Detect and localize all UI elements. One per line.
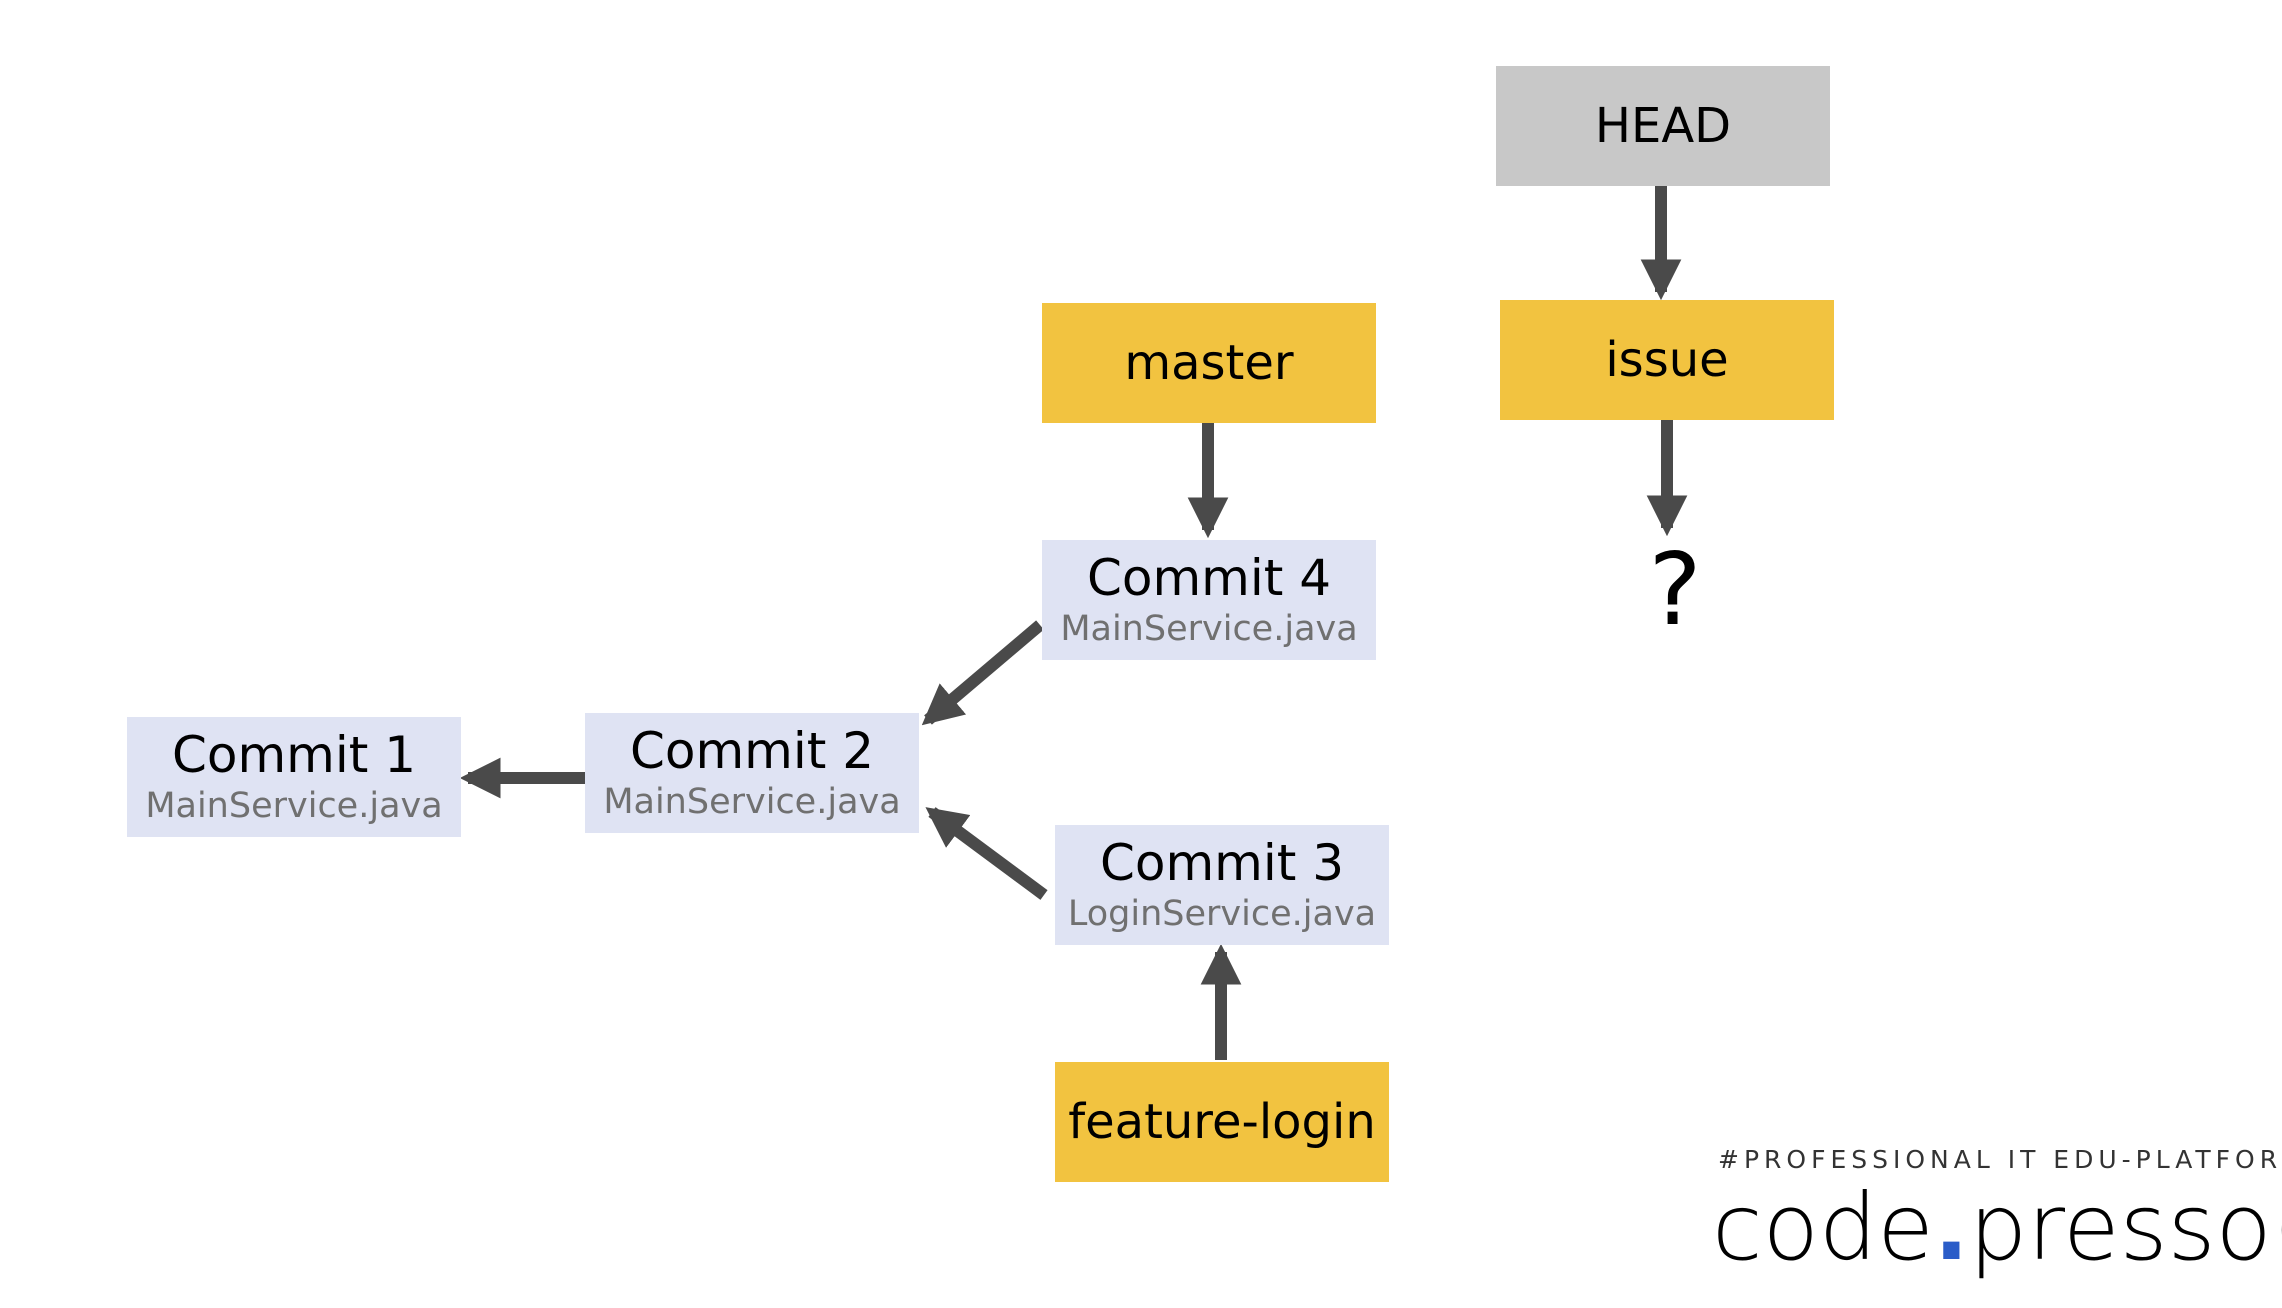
head-label: HEAD xyxy=(1594,97,1732,154)
commit-1-file: MainService.java xyxy=(145,786,443,827)
brand-tagline: #PROFESSIONAL IT EDU-PLATFORM xyxy=(1718,1145,2282,1174)
logo-part-presso: presso( ) xyxy=(1968,1174,2282,1281)
commit-4-title: Commit 4 xyxy=(1086,549,1332,608)
arrow-commit3-to-commit2 xyxy=(925,807,1048,900)
commit-4-file: MainService.java xyxy=(1060,609,1358,650)
branch-issue-label: issue xyxy=(1605,331,1729,388)
branch-feature-login-label: feature-login xyxy=(1068,1093,1376,1150)
branch-feature-login: feature-login xyxy=(1055,1062,1389,1182)
commit-1-node: Commit 1 MainService.java xyxy=(127,717,461,837)
brand-logo: code.presso( ) xyxy=(1712,1175,2282,1281)
commit-2-node: Commit 2 MainService.java xyxy=(585,713,919,833)
commit-2-file: MainService.java xyxy=(603,782,901,823)
commit-1-title: Commit 1 xyxy=(171,726,417,785)
branch-issue: issue xyxy=(1500,300,1834,420)
logo-dot: . xyxy=(1933,1174,1969,1281)
commit-3-file: LoginService.java xyxy=(1067,894,1377,935)
commit-3-node: Commit 3 LoginService.java xyxy=(1055,825,1389,945)
commit-3-title: Commit 3 xyxy=(1099,834,1345,893)
unknown-commit-mark: ? xyxy=(1648,531,1702,648)
commit-4-node: Commit 4 MainService.java xyxy=(1042,540,1376,660)
branch-master-label: master xyxy=(1124,334,1294,391)
head-pointer: HEAD xyxy=(1496,66,1830,186)
logo-part-code: code xyxy=(1712,1174,1934,1281)
arrow-commit4-to-commit2 xyxy=(921,620,1044,726)
commit-2-title: Commit 2 xyxy=(629,722,875,781)
branch-master: master xyxy=(1042,303,1376,423)
